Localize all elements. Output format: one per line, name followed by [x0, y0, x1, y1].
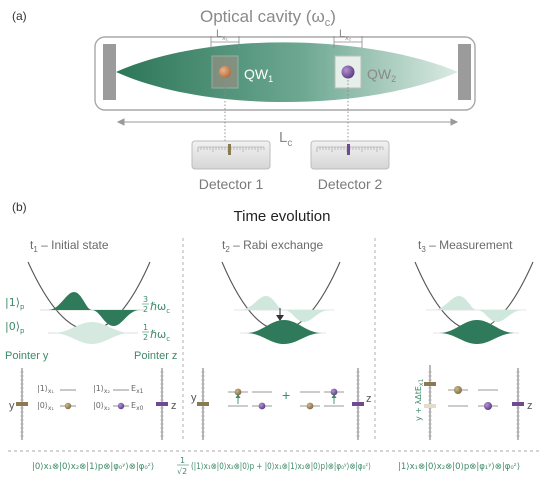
cavity-title: Optical cavity (ωc) — [200, 7, 336, 29]
ket-1p: |1⟩p — [5, 296, 25, 311]
levels-t2-term1 — [228, 388, 272, 410]
pointer-z-label: Pointer z — [134, 350, 177, 362]
pointer-y-scale-3 — [424, 365, 436, 440]
pointer-y-scale-1 — [16, 368, 28, 440]
lc-label: Lc — [279, 129, 292, 149]
equation-t1: |0⟩x₁⊗|0⟩x₂⊗|1⟩p⊗|φ₀ʸ⟩⊗|φ₀ᶻ⟩ — [32, 462, 154, 472]
levels-t2-term2 — [300, 388, 344, 410]
qw1-emitter — [219, 66, 231, 78]
qw2: QW2 — [334, 55, 396, 89]
ket-0-x1-t1: |0⟩x₁ — [37, 401, 54, 412]
energy-3-2: 3 2 ℏωc — [142, 295, 170, 315]
wf-excited-lower — [92, 310, 140, 326]
lx1-marker — [210, 36, 240, 48]
z-label-3: z — [527, 400, 533, 412]
energy-1-2: 1 2 ℏωc — [142, 323, 170, 343]
energy-ex0: Ex0 — [131, 401, 144, 412]
qw2-levels-t1 — [113, 389, 129, 410]
plus-sign: + — [282, 387, 290, 403]
lx1-label: Lx₁ — [216, 28, 229, 42]
svg-text:3: 3 — [143, 295, 148, 304]
left-mirror — [103, 44, 116, 100]
y-label-2: y — [191, 392, 197, 404]
pointer-y-label: Pointer y — [5, 350, 49, 362]
wf-excited-upper — [48, 292, 92, 310]
detector-1 — [191, 140, 271, 170]
lx2-label: Lx₂ — [339, 28, 352, 42]
heading-t1: t1 – Initial state — [30, 238, 109, 254]
heading-t2: t2 – Rabi exchange — [222, 238, 324, 254]
equation-t2: (|1⟩x₁⊗|0⟩x₂⊗|0⟩p + |0⟩x₁⊗|1⟩x₂⊗|0⟩p)⊗|φ… — [191, 462, 371, 472]
pointer-z-scale-2 — [352, 368, 364, 440]
lc-arrow — [116, 118, 459, 126]
well-t2 — [221, 261, 341, 344]
svg-text:ℏωc: ℏωc — [150, 300, 170, 315]
levels-t3 — [448, 386, 498, 410]
ket-1-x1-t1: |1⟩x₁ — [37, 384, 54, 395]
ket-0p: |0⟩p — [5, 320, 25, 335]
z-label-2: z — [366, 393, 372, 405]
ket-1-x2-t1: |1⟩x₂ — [93, 384, 110, 395]
detector-1-label: Detector 1 — [199, 176, 264, 192]
well-t1 — [27, 261, 151, 344]
qw2-emitter — [341, 65, 355, 79]
svg-text:2: 2 — [143, 305, 148, 314]
detector-2 — [310, 140, 390, 170]
pointer-z-scale-3 — [512, 368, 524, 440]
svg-text:1: 1 — [180, 456, 185, 465]
svg-text:QW2: QW2 — [367, 66, 396, 84]
svg-text:1: 1 — [143, 323, 148, 332]
wf-ground — [52, 322, 132, 344]
qw1-levels-t1 — [60, 389, 76, 410]
panel-b-label: (b) — [12, 200, 27, 214]
z-label-1: z — [171, 400, 177, 412]
cavity-frame — [94, 36, 476, 111]
detector-2-label: Detector 2 — [318, 176, 383, 192]
svg-text:Optical cavity (ωc): Optical cavity (ωc) — [200, 7, 336, 29]
svg-text:2: 2 — [143, 333, 148, 342]
equation-t2-prefactor: 1 √2 — [177, 456, 189, 476]
lx2-marker — [333, 36, 363, 48]
qw1: QW1 — [211, 55, 273, 89]
wf-ground-filled — [246, 320, 322, 344]
detector-2-needle — [347, 144, 350, 155]
decay-arrow — [276, 315, 284, 321]
y-shift-label: y + λΔtEx1 — [414, 379, 425, 421]
pointer-y-scale-2 — [197, 368, 209, 440]
panel-a-label: (a) — [12, 9, 27, 23]
pointer-z-scale-1 — [156, 368, 168, 440]
panel-b-title: Time evolution — [234, 208, 331, 225]
ket-0-x2-t1: |0⟩x₂ — [93, 401, 110, 412]
equation-t3: |1⟩x₁⊗|0⟩x₂⊗|0⟩p⊗|φ₁ʸ⟩⊗|φ₀ᶻ⟩ — [398, 462, 520, 472]
svg-text:√2: √2 — [177, 467, 187, 476]
heading-t3: t3 – Measurement — [418, 238, 513, 254]
right-mirror — [458, 44, 471, 100]
well-t3 — [414, 261, 534, 344]
svg-text:QW1: QW1 — [244, 66, 273, 84]
svg-text:ℏωc: ℏωc — [150, 328, 170, 343]
energy-ex1: Ex1 — [131, 384, 144, 395]
detector-1-needle — [228, 144, 231, 155]
cavity-mode — [116, 42, 458, 103]
y-label-1: y — [9, 400, 15, 412]
